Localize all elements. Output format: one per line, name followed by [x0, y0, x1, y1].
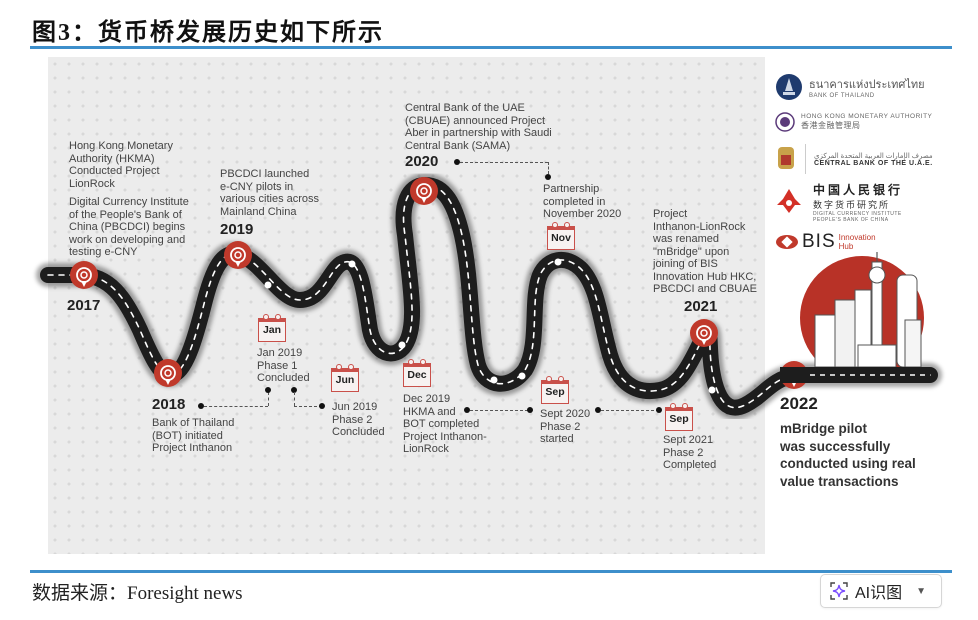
connector-line — [204, 406, 268, 407]
connector-line — [601, 410, 659, 411]
calendar-icon-dec: Dec — [403, 359, 431, 387]
figure-caption: ：货币桥发展历史如下所示 — [72, 20, 384, 46]
chevron-down-icon[interactable]: ▼ — [916, 585, 927, 597]
hkma-emblem-icon — [775, 112, 795, 132]
event-nov-2020-text: Partnership completed in November 2020 — [543, 183, 622, 220]
logo-pbc-dci: 中国人民银行 数字货币研究所 DIGITAL CURRENCY INSTITUT… — [775, 181, 903, 223]
event-dec-2019-text: Dec 2019 HKMA and BOT completed Project … — [403, 393, 487, 455]
logo-bank-of-thailand: ธนาคารแห่งประเทศไทย BANK OF THAILAND — [775, 73, 925, 101]
figure-number: 3 — [58, 20, 72, 46]
connector-dot — [545, 174, 551, 180]
milestone-2021-text: Project Inthanon-LionRock was renamed "m… — [653, 208, 757, 295]
figure-title: 图3：货币桥发展历史如下所示 — [32, 12, 384, 47]
bis-emblem-icon — [776, 235, 798, 249]
connector-dot — [291, 387, 297, 393]
ai-image-recognition-button[interactable]: AI识图 ▼ — [820, 574, 942, 608]
connector-dot — [454, 159, 460, 165]
year-2019: 2019 — [220, 221, 254, 238]
bank-of-thailand-emblem-icon — [776, 74, 802, 100]
year-2017: 2017 — [67, 297, 101, 314]
year-2021: 2021 — [684, 298, 718, 315]
connector-line — [460, 162, 548, 163]
bottom-divider — [30, 570, 952, 573]
year-2022: 2022 — [780, 394, 818, 413]
connector-line — [294, 406, 322, 407]
year-2018: 2018 — [152, 396, 186, 413]
calendar-icon-sep-2021: Sep — [665, 403, 693, 431]
sparkle-scan-icon — [829, 581, 849, 601]
figure-label: 图 — [32, 20, 58, 46]
milestone-2020-text: Central Bank of the UAE (CBUAE) announce… — [405, 102, 552, 152]
milestone-2019-text: PBCDCI launched e-CNY pilots in various … — [220, 168, 320, 218]
logo-bis-innovation-hub: BIS Innovation Hub — [775, 231, 876, 253]
connector-dot — [319, 403, 325, 409]
event-sep-2020-text: Sept 2020 Phase 2 started — [540, 408, 591, 445]
calendar-icon-jun: Jun — [331, 364, 359, 392]
connector-line — [268, 392, 269, 406]
source-caption: 数据来源：Foresight news — [32, 583, 243, 604]
connector-line — [548, 162, 549, 174]
event-sep-2021-text: Sept 2021 Phase 2 Completed — [663, 434, 717, 471]
pbc-emblem-icon — [777, 189, 801, 213]
milestone-2017-text-b: Digital Currency Institute of the People… — [69, 196, 189, 258]
uae-falcon-emblem-icon — [778, 147, 794, 169]
connector-dot — [656, 407, 662, 413]
logo-cbuae: مصرف الإمارات العربية المتحدة المركزي CE… — [775, 144, 933, 174]
city-skyline-illustration — [780, 252, 930, 383]
connector-dot — [595, 407, 601, 413]
milestone-2018-text: Bank of Thailand (BOT) initiated Project… — [152, 417, 235, 454]
year-2020: 2020 — [405, 153, 439, 170]
connector-line — [470, 410, 528, 411]
milestone-2017-text-a: Hong Kong Monetary Authority (HKMA) Cond… — [69, 140, 173, 190]
calendar-icon-sep-2020: Sep — [541, 376, 569, 404]
connector-dot — [464, 407, 470, 413]
connector-dot — [527, 407, 533, 413]
connector-dot — [265, 387, 271, 393]
connector-dot — [198, 403, 204, 409]
ai-button-label: AI识图 — [855, 585, 903, 602]
calendar-icon-jan: Jan — [258, 314, 286, 342]
connector-line — [294, 392, 295, 406]
top-divider — [30, 46, 952, 49]
event-jan-2019-text: Jan 2019 Phase 1 Concluded — [257, 347, 310, 384]
logo-hkma: HONG KONG MONETARY AUTHORITY 香港金融管理局 — [775, 112, 932, 132]
road-waypoints — [264, 258, 716, 394]
milestone-2022-text: mBridge pilot was successfully conducted… — [780, 421, 916, 489]
event-jun-2019-text: Jun 2019 Phase 2 Concluded — [332, 401, 385, 438]
calendar-icon-nov: Nov — [547, 222, 575, 250]
